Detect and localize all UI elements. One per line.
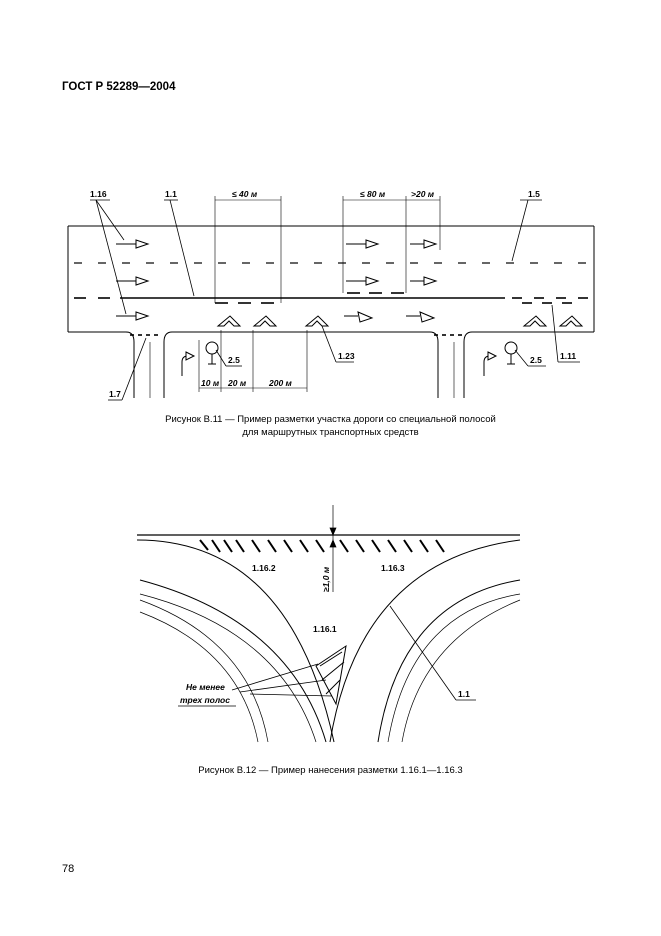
figure1-caption-line1: Рисунок В.11 — Пример разметки участка д… (165, 414, 496, 425)
left-curve-main (136, 539, 335, 743)
dim-gt-20m: >20 м (411, 189, 435, 199)
right-curve-main (329, 539, 521, 743)
label-2-5-right: 2.5 (530, 355, 542, 365)
page-header: ГОСТ Р 52289—2004 (62, 81, 176, 93)
label-1-1: 1.1 (165, 189, 177, 199)
label-1-7: 1.7 (109, 389, 121, 399)
left-curve-outer (139, 579, 327, 743)
dim-le-80m: ≤ 80 м (360, 189, 386, 199)
label-1-16-1: 1.16.1 (313, 624, 337, 634)
label-1-11: 1.11 (560, 351, 576, 361)
label-1-1-fig2: 1.1 (458, 689, 470, 699)
side-road-right-edge-b (463, 331, 473, 398)
figure2-caption: Рисунок В.12 — Пример нанесения разметки… (198, 765, 463, 776)
dim-10m: 10 м (201, 378, 220, 388)
label-1-16: 1.16 (90, 189, 107, 199)
label-2-5-left: 2.5 (228, 355, 240, 365)
label-1-16-3: 1.16.3 (381, 563, 405, 573)
dim-200m: 200 м (268, 378, 293, 388)
figure1-caption-line2: для маршрутных транспортных средств (242, 427, 419, 438)
dim-ge-1m: ≥1,0 м (321, 566, 331, 592)
label-1-5: 1.5 (528, 189, 540, 199)
side-road-left-edge-b (163, 331, 173, 398)
page-number: 78 (62, 863, 75, 875)
note-line2: трех полос (180, 695, 230, 705)
dim-le-40m: ≤ 40 м (232, 189, 258, 199)
label-1-16-2: 1.16.2 (252, 563, 276, 573)
dim-20m: 20 м (227, 378, 247, 388)
figure1-caption: Рисунок В.11 — Пример разметки участка д… (0, 413, 661, 439)
right-curve-outer (377, 579, 521, 743)
note-line1: Не менее (186, 682, 225, 692)
label-1-23: 1.23 (338, 351, 355, 361)
